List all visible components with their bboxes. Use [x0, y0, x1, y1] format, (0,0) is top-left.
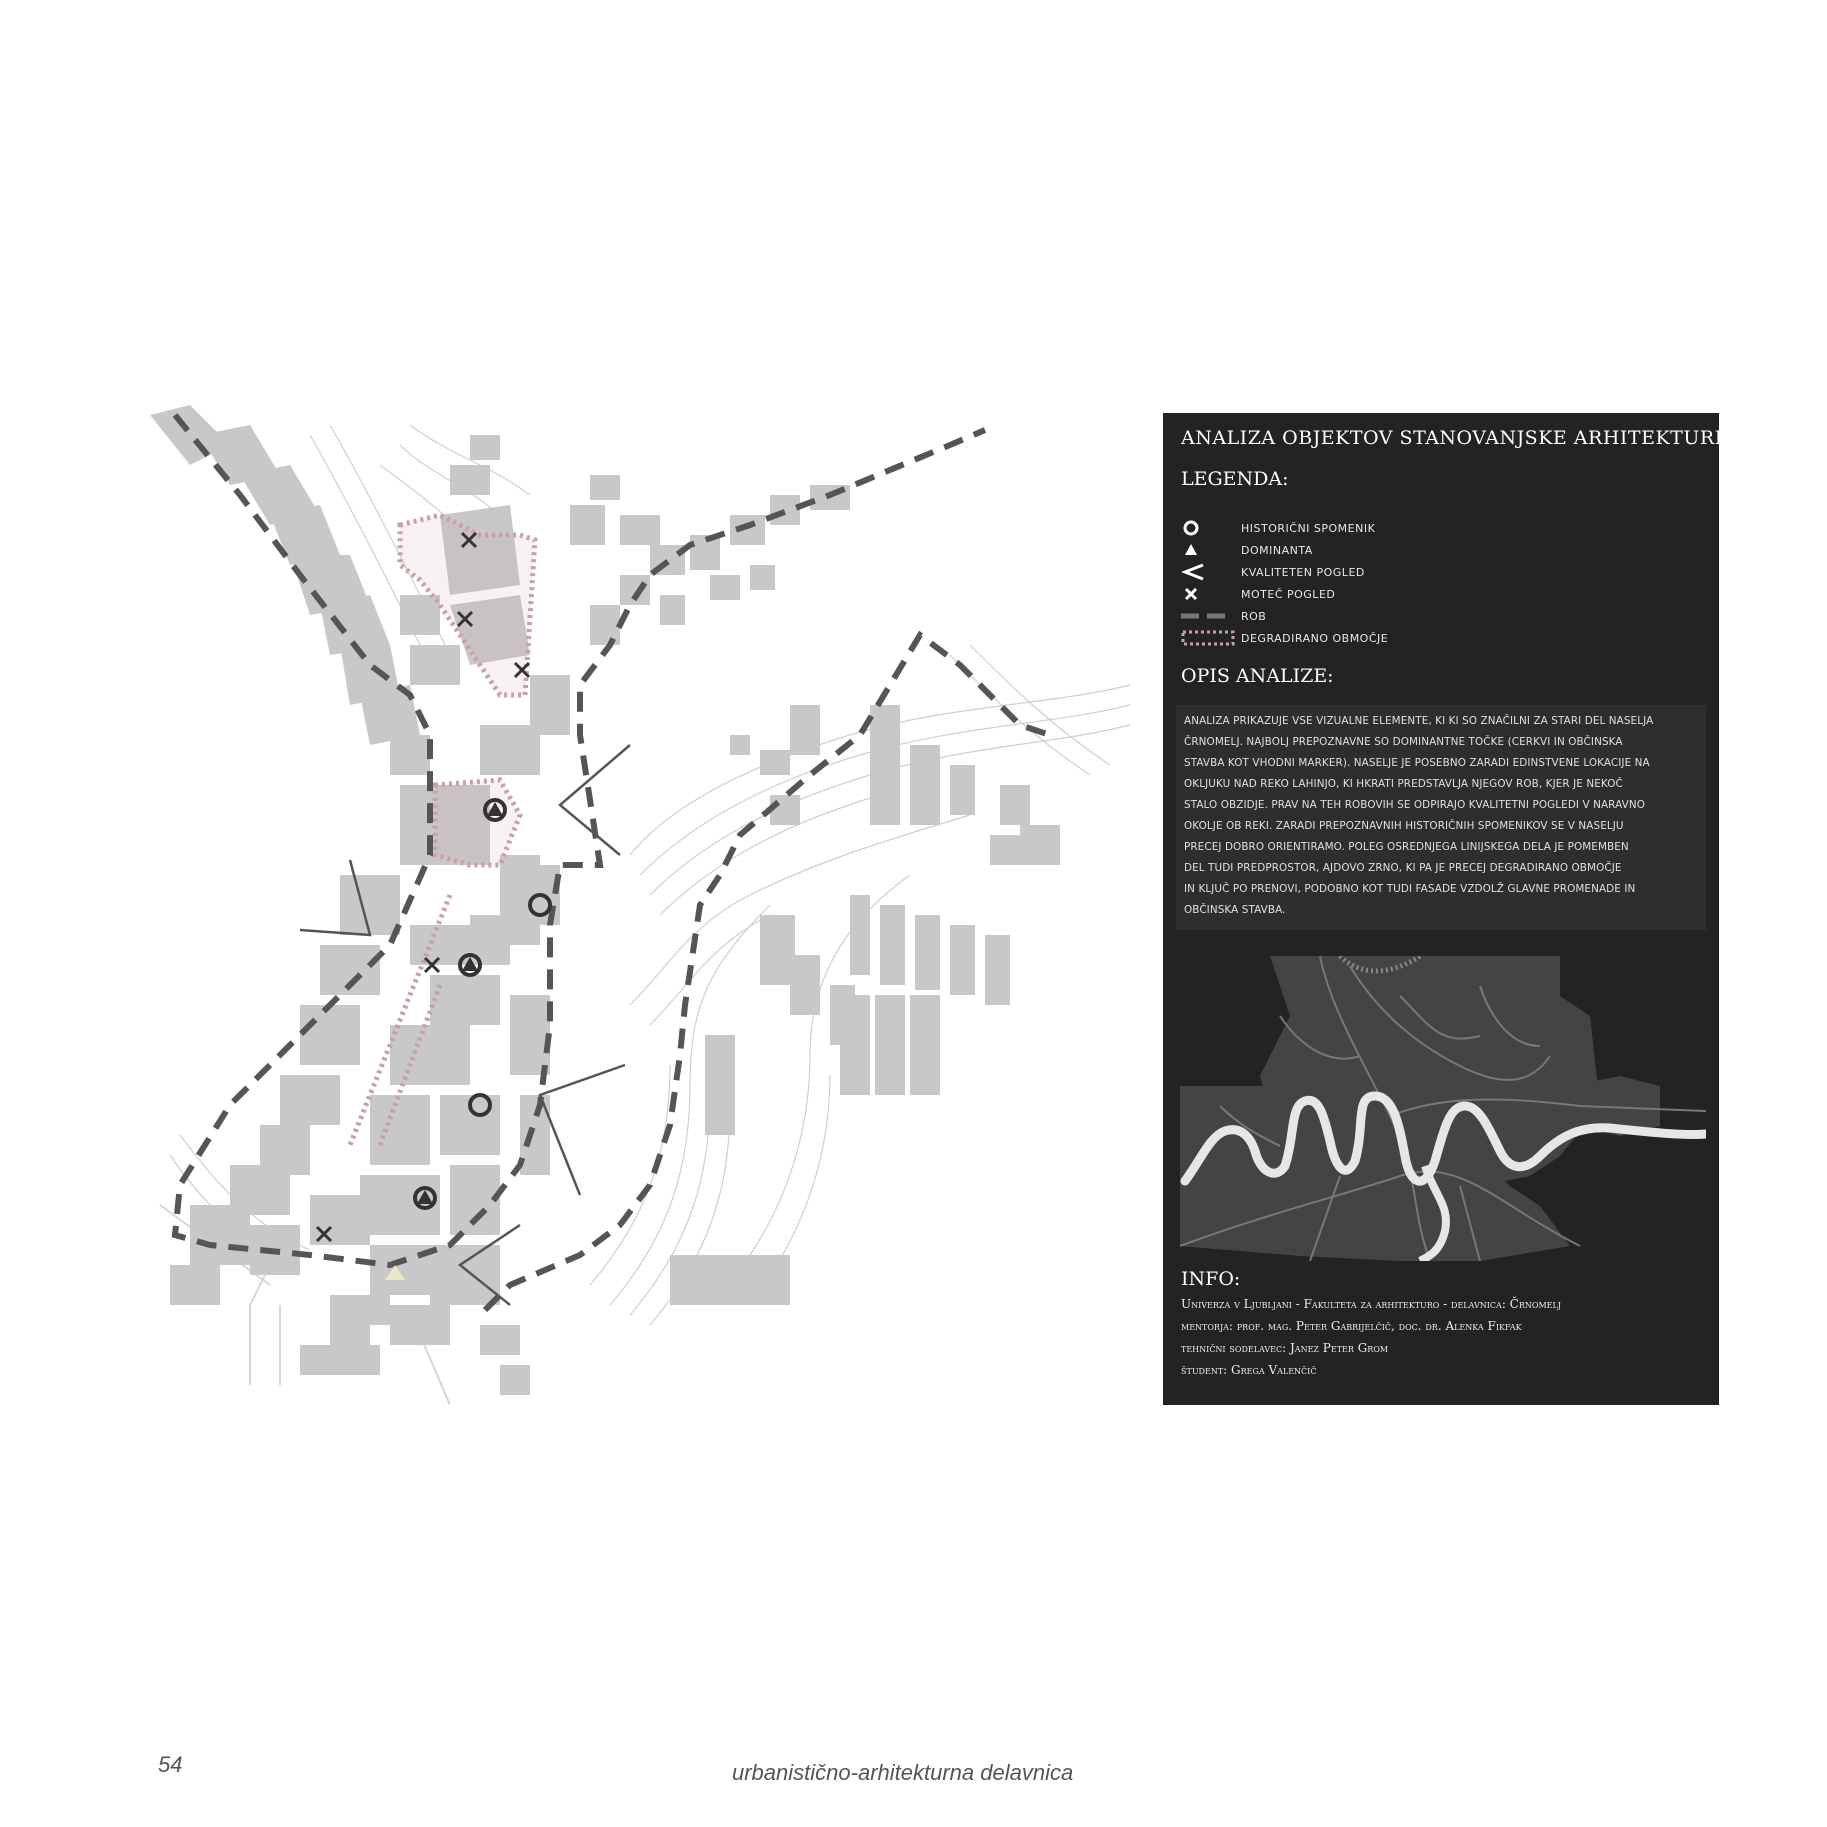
legend-item: DEGRADIRANO OBMOČJE: [1181, 627, 1581, 649]
info-line: Univerza v Ljubljani - Fakulteta za arhi…: [1181, 1297, 1561, 1311]
circle-icon: [1183, 520, 1199, 536]
panel-title: ANALIZA OBJEKTOV STANOVANJSKE ARHITEKTUR…: [1181, 427, 1730, 449]
minimap-arc: [1338, 956, 1422, 974]
disturbing-views: [315, 531, 531, 1243]
triangle-icon: [1185, 544, 1197, 555]
info-block: Univerza v Ljubljani - Fakulteta za arhi…: [1181, 1293, 1711, 1381]
dash-line-icon: [1181, 613, 1231, 619]
legend-item: DOMINANTA: [1181, 539, 1581, 561]
edge-lines: [171, 413, 1051, 1313]
quality-view-lines: [299, 744, 631, 1306]
x-icon: [1184, 587, 1198, 601]
location-minimap: [1180, 956, 1706, 1261]
minimap-roads: [1180, 956, 1706, 1261]
description-line: DEL TUDI PREDPROSTOR, AJDOVO ZRNO, KI PA…: [1184, 862, 1622, 874]
info-line: tehnični sodelavec: Janez Peter Grom: [1181, 1341, 1389, 1355]
legend-heading: LEGENDA:: [1181, 468, 1289, 490]
minimap-river: [1180, 1091, 1706, 1186]
description-line: PRECEJ DOBRO ORIENTIRAMO. POLEG OSREDNJE…: [1184, 841, 1629, 853]
historic-monuments: [413, 798, 552, 1210]
description-line: OBČINSKA STAVBA.: [1184, 904, 1286, 916]
dominants: [385, 802, 503, 1280]
legend-item: HISTORIČNI SPOMENIK: [1181, 517, 1581, 539]
legend-label: ROB: [1241, 609, 1267, 623]
legend-label: KVALITETEN POGLED: [1241, 565, 1365, 579]
info-line: študent: Grega Valenčič: [1181, 1363, 1317, 1377]
footer-text: urbanistično-arhitekturna delavnica: [732, 1760, 1074, 1785]
info-heading: INFO:: [1181, 1268, 1241, 1290]
description-line: OKLJUKU NAD REKO LAHINJO, KI HKRATI PRED…: [1184, 778, 1623, 790]
description-line: OKOLJE OB REKI. ZARADI PREPOZNAVNIH HIST…: [1184, 820, 1624, 832]
legend-item: KVALITETEN POGLED: [1180, 561, 1581, 583]
view-icon: [1180, 563, 1204, 581]
description-line: ANALIZA PRIKAZUJE VSE VIZUALNE ELEMENTE,…: [1184, 715, 1654, 727]
dotted-area-icon: [1181, 630, 1235, 646]
page-number: 54: [158, 1752, 183, 1777]
site-map: [150, 405, 1131, 1405]
legend-item: ROB: [1181, 605, 1581, 627]
legend: HISTORIČNI SPOMENIK DOMINANTA KVALITETEN…: [1180, 517, 1581, 649]
legend-label: MOTEČ POGLED: [1241, 587, 1336, 601]
analysis-panel: ANALIZA OBJEKTOV STANOVANJSKE ARHITEKTUR…: [1163, 413, 1729, 1405]
info-line: mentorja: prof. mag. Peter Gabrijelčič, …: [1181, 1319, 1522, 1333]
description: ANALIZA PRIKAZUJE VSE VIZUALNE ELEMENTE,…: [1176, 705, 1706, 930]
description-line: IN KLJUČ PO PRENOVI, PODOBNO KOT TUDI FA…: [1184, 883, 1636, 895]
legend-label: HISTORIČNI SPOMENIK: [1241, 521, 1376, 535]
description-line: STAVBA KOT VHODNI MARKER). NASELJE JE PO…: [1184, 757, 1650, 769]
description-line: ČRNOMELJ. NAJBOLJ PREPOZNAVNE SO DOMINAN…: [1184, 736, 1623, 748]
description-line: STALO OBZIDJE. PRAV NA TEH ROBOVIH SE OD…: [1184, 799, 1645, 811]
description-heading: OPIS ANALIZE:: [1181, 665, 1334, 687]
legend-item: MOTEČ POGLED: [1181, 583, 1581, 605]
legend-label: DEGRADIRANO OBMOČJE: [1241, 631, 1389, 645]
legend-label: DOMINANTA: [1241, 543, 1313, 557]
minimap-town: [1180, 956, 1660, 1261]
